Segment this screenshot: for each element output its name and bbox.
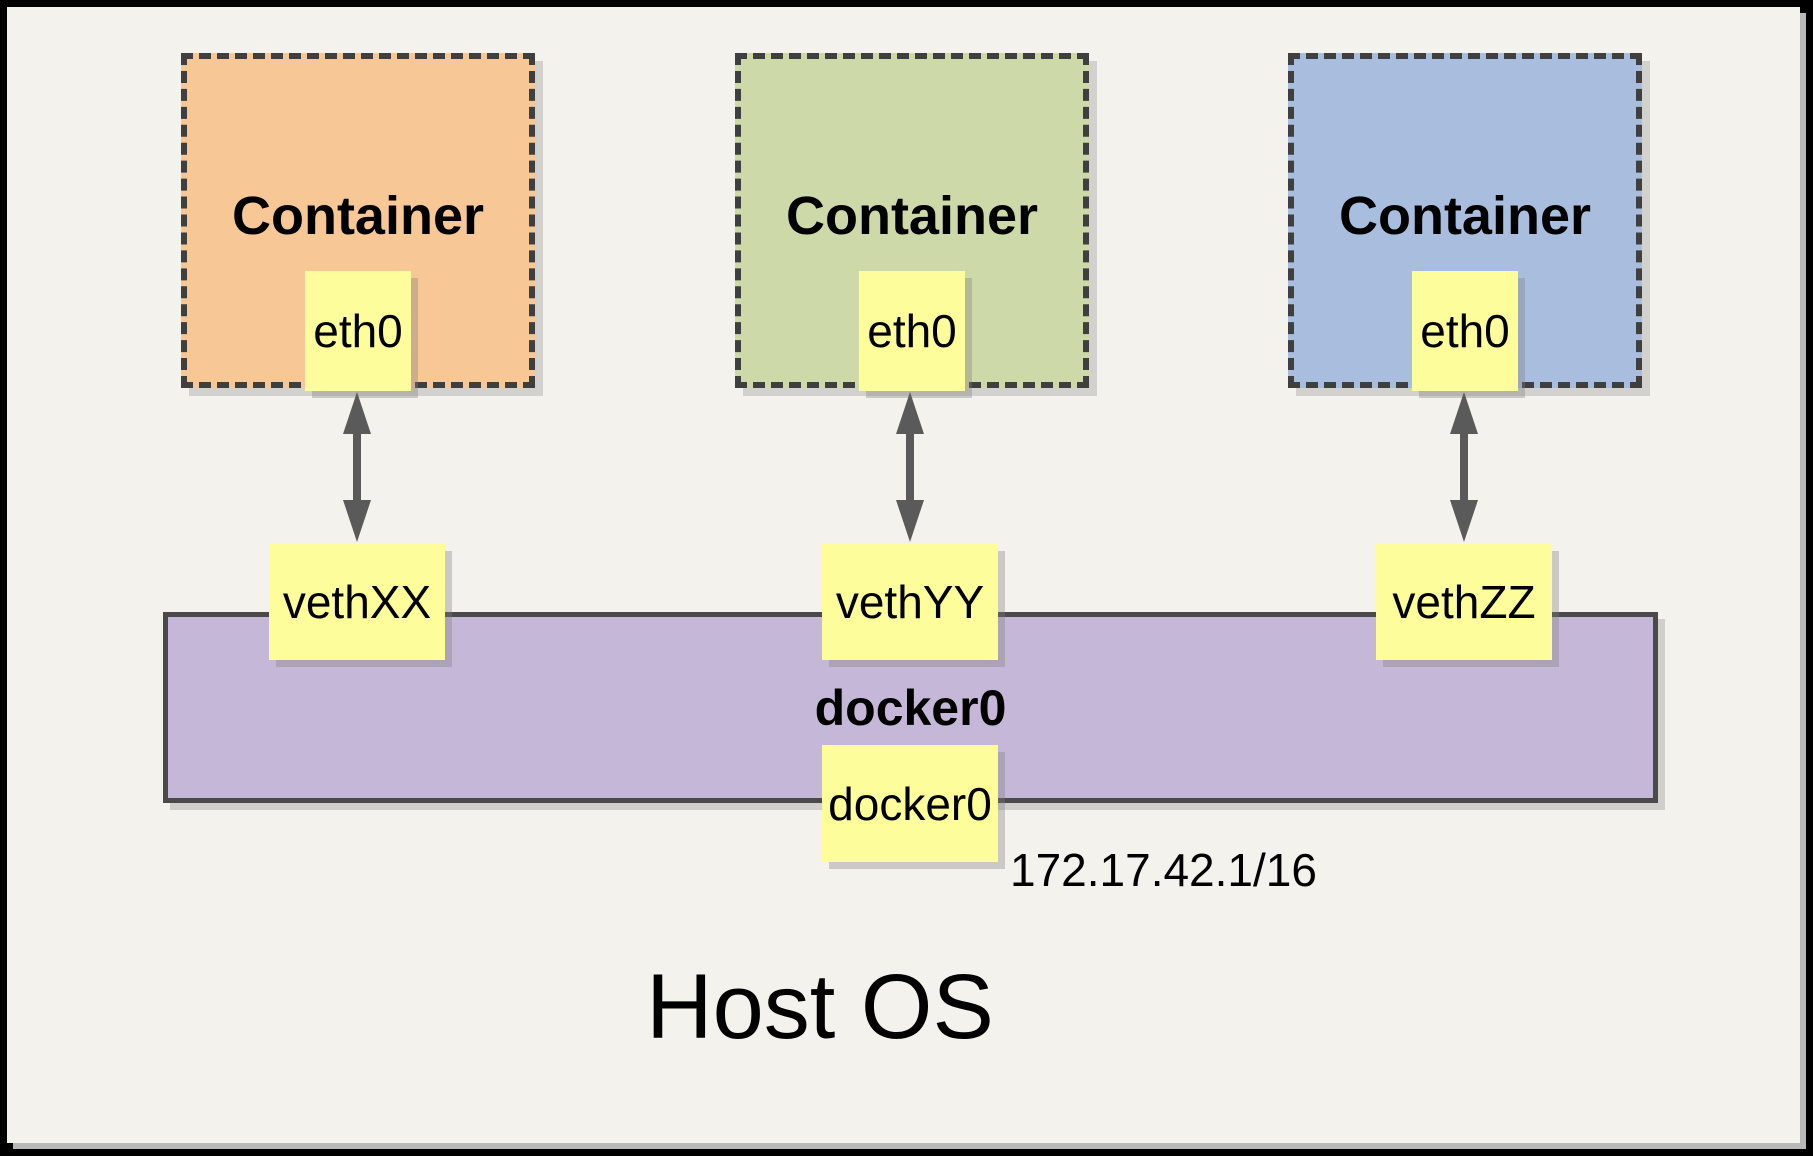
container-box-3: Container eth0	[1288, 53, 1642, 391]
container-3-eth0-label: eth0	[1420, 305, 1510, 357]
container-box-2: Container eth0	[735, 53, 1089, 391]
double-arrow-icon	[1450, 392, 1478, 542]
container-1-eth0-label: eth0	[313, 305, 403, 357]
docker0-interface-box: docker0	[822, 745, 998, 862]
docker0-interface-label: docker0	[828, 777, 992, 830]
container-3-eth0-box: eth0	[1412, 271, 1518, 391]
vethxx-box: vethXX	[269, 544, 445, 660]
vethzz-box: vethZZ	[1376, 544, 1552, 660]
vethyy-box: vethYY	[822, 544, 998, 660]
container-box-1: Container eth0	[181, 53, 535, 391]
double-arrow-icon	[343, 392, 371, 542]
double-arrow-icon	[896, 392, 924, 542]
container-1-eth0-box: eth0	[305, 271, 411, 391]
vethxx-label: vethXX	[282, 576, 432, 628]
container-3-label: Container	[1338, 185, 1592, 246]
vethyy-label: vethYY	[835, 576, 985, 628]
container-2-eth0-box: eth0	[859, 271, 965, 391]
host-os-panel: Container eth0 Container eth0 Container …	[7, 7, 1800, 1143]
container-2-eth0-label: eth0	[867, 305, 957, 357]
bridge-ip-address: 172.17.42.1/16	[1010, 844, 1317, 896]
container-2-label: Container	[785, 185, 1039, 246]
host-os-title: Host OS	[646, 956, 994, 1058]
docker0-bridge-label: docker0	[814, 679, 1007, 736]
vethzz-label: vethZZ	[1392, 576, 1536, 628]
container-1-label: Container	[231, 185, 485, 246]
